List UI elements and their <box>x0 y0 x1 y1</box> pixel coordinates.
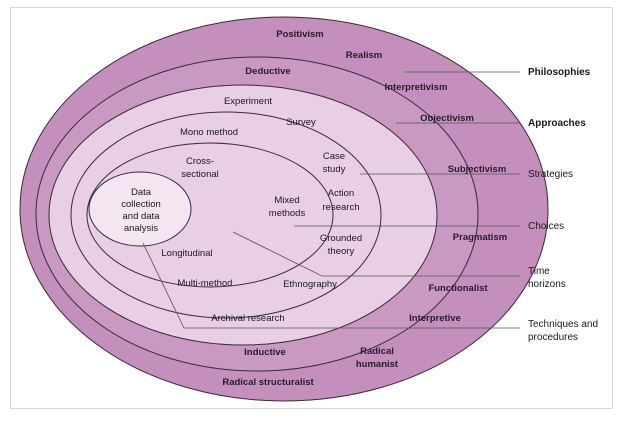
label-case-study-2: study <box>323 164 346 175</box>
label-core-4: analysis <box>124 223 159 234</box>
label-cross-sectional-1: Cross- <box>186 156 214 167</box>
label-interpretivism: Interpretivism <box>385 82 448 93</box>
leader-time-horizons <box>232 231 520 277</box>
label-core-3: and data <box>123 211 161 222</box>
side-label-choices: Choices <box>528 221 564 232</box>
label-radical-humanist-2: humanist <box>356 359 399 370</box>
label-action-research-1: Action <box>328 188 354 199</box>
label-pragmatism: Pragmatism <box>453 232 507 243</box>
label-realism: Realism <box>346 50 382 61</box>
side-label-philosophies: Philosophies <box>528 67 591 78</box>
label-core-1: Data <box>131 187 152 198</box>
label-multi-method: Multi-method <box>178 278 233 289</box>
label-positivism: Positivism <box>276 29 324 40</box>
label-radical-structuralist: Radical structuralist <box>222 377 314 388</box>
label-functionalist: Functionalist <box>428 283 488 294</box>
label-case-study-1: Case <box>323 151 345 162</box>
side-label-approaches: Approaches <box>528 118 586 129</box>
side-label-techniques-2: procedures <box>528 332 578 343</box>
label-grounded-theory-1: Grounded <box>320 233 362 244</box>
label-mono-method: Mono method <box>180 127 238 138</box>
side-label-strategies: Strategies <box>528 169 573 180</box>
label-ethnography: Ethnography <box>283 279 337 290</box>
side-label-techniques-1: Techniques and <box>528 319 598 330</box>
label-experiment: Experiment <box>224 96 272 107</box>
label-survey: Survey <box>286 117 316 128</box>
label-core-2: collection <box>121 199 161 210</box>
label-mixed-methods-2: methods <box>269 208 306 219</box>
label-interpretive: Interpretive <box>409 313 461 324</box>
label-deductive: Deductive <box>245 66 290 77</box>
leader-techniques <box>142 242 520 329</box>
leader-lines <box>142 71 520 329</box>
side-label-time-horizons-2: horizons <box>528 279 566 290</box>
techniques-core <box>88 171 192 247</box>
label-cross-sectional-2: sectional <box>181 169 219 180</box>
label-subjectivism: Subjectivism <box>448 164 507 175</box>
label-archival-research: Archival research <box>211 313 284 324</box>
label-longitudinal: Longitudinal <box>161 248 212 259</box>
label-inductive: Inductive <box>244 347 286 358</box>
side-label-time-horizons-1: Time <box>528 266 550 277</box>
label-mixed-methods-1: Mixed <box>274 195 299 206</box>
label-objectivism: Objectivism <box>420 113 474 124</box>
label-radical-humanist-1: Radical <box>360 346 394 357</box>
label-action-research-2: research <box>323 202 360 213</box>
label-grounded-theory-2: theory <box>328 246 355 257</box>
